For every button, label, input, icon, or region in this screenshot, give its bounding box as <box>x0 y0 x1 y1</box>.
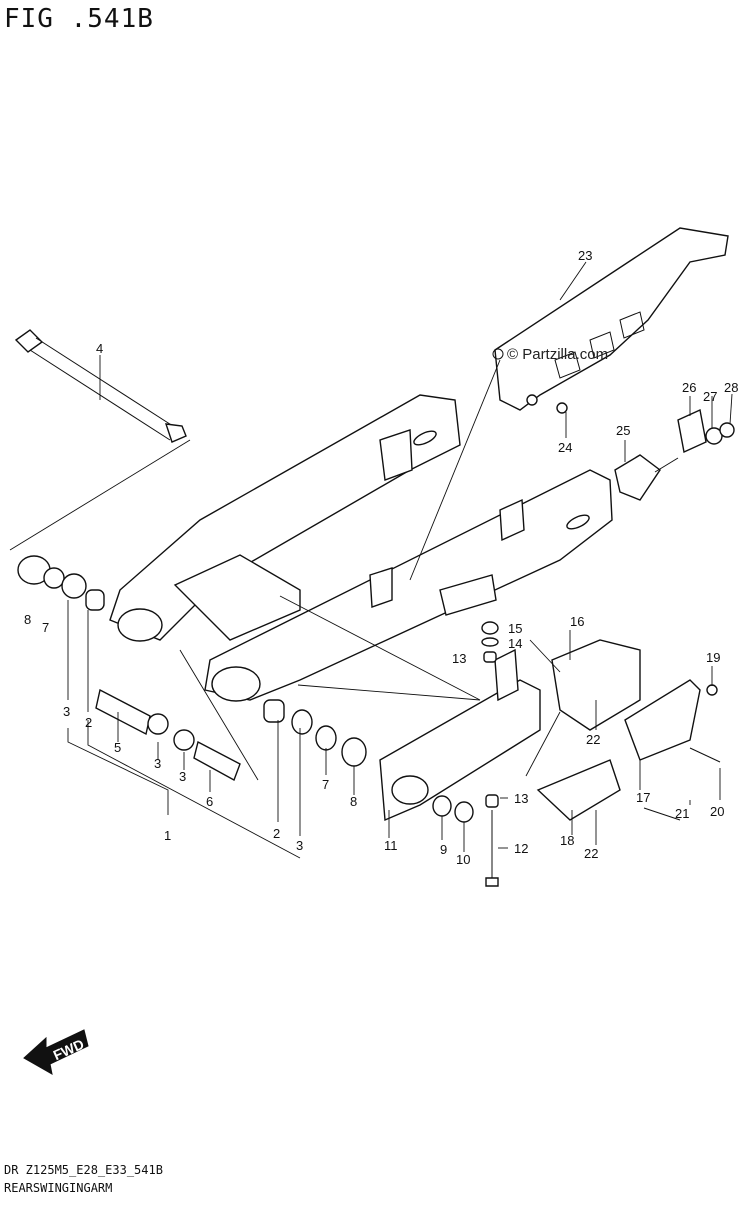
callout-labels: 1 2 2 3 3 3 3 4 5 6 7 7 8 8 9 10 11 12 1… <box>24 248 738 867</box>
callout-26: 26 <box>682 380 696 395</box>
chain-buffer <box>379 648 541 822</box>
chain-adjuster <box>556 402 735 501</box>
callout-7: 7 <box>322 777 329 792</box>
callout-25: 25 <box>616 423 630 438</box>
callout-18: 18 <box>560 833 574 848</box>
callout-7: 7 <box>42 620 49 635</box>
left-pivot-parts <box>17 555 367 782</box>
leader-lines <box>67 359 733 859</box>
diagram-name: REARSWINGINGARM <box>4 1181 113 1195</box>
callout-8: 8 <box>350 794 357 809</box>
callout-22: 22 <box>586 732 600 747</box>
callout-6: 6 <box>206 794 213 809</box>
callout-3: 3 <box>154 756 161 771</box>
callout-17: 17 <box>636 790 650 805</box>
callout-22: 22 <box>584 846 598 861</box>
buffer-hardware <box>432 621 499 887</box>
callout-3: 3 <box>179 769 186 784</box>
svg-text:© Partzilla.com: © Partzilla.com <box>507 346 608 363</box>
fwd-arrow: FWD <box>23 1029 89 1075</box>
callout-20: 20 <box>710 804 724 819</box>
callout-9: 9 <box>440 842 447 857</box>
callout-21: 21 <box>675 806 689 821</box>
callout-11: 11 <box>384 838 398 853</box>
callout-2: 2 <box>85 715 92 730</box>
callout-2: 2 <box>273 826 280 841</box>
callout-23: 23 <box>578 248 592 263</box>
callout-1: 1 <box>164 828 171 843</box>
brake-brackets <box>536 639 721 821</box>
diagram-code: DR Z125M5_E28_E33_541B <box>4 1163 163 1177</box>
callout-27: 27 <box>703 389 717 404</box>
pivot-bolt <box>14 329 187 443</box>
callout-24: 24 <box>558 440 572 455</box>
watermark: © Partzilla.com <box>492 346 608 363</box>
callout-19: 19 <box>706 650 720 665</box>
svg-text:FWD: FWD <box>51 1036 87 1064</box>
callout-13: 13 <box>514 791 528 806</box>
callout-4: 4 <box>96 341 103 356</box>
callout-16: 16 <box>570 614 584 629</box>
figure-title: FIG .541B <box>4 4 154 34</box>
callout-3: 3 <box>63 704 70 719</box>
callout-28: 28 <box>724 380 738 395</box>
callout-13: 13 <box>452 651 466 666</box>
callout-5: 5 <box>114 740 121 755</box>
callout-12: 12 <box>514 841 528 856</box>
callout-8: 8 <box>24 612 31 627</box>
callout-3: 3 <box>296 838 303 853</box>
chain-case <box>494 227 729 411</box>
callout-15: 15 <box>508 621 522 636</box>
swingarm-body <box>109 394 613 702</box>
callout-10: 10 <box>456 852 470 867</box>
callout-14: 14 <box>508 636 522 651</box>
